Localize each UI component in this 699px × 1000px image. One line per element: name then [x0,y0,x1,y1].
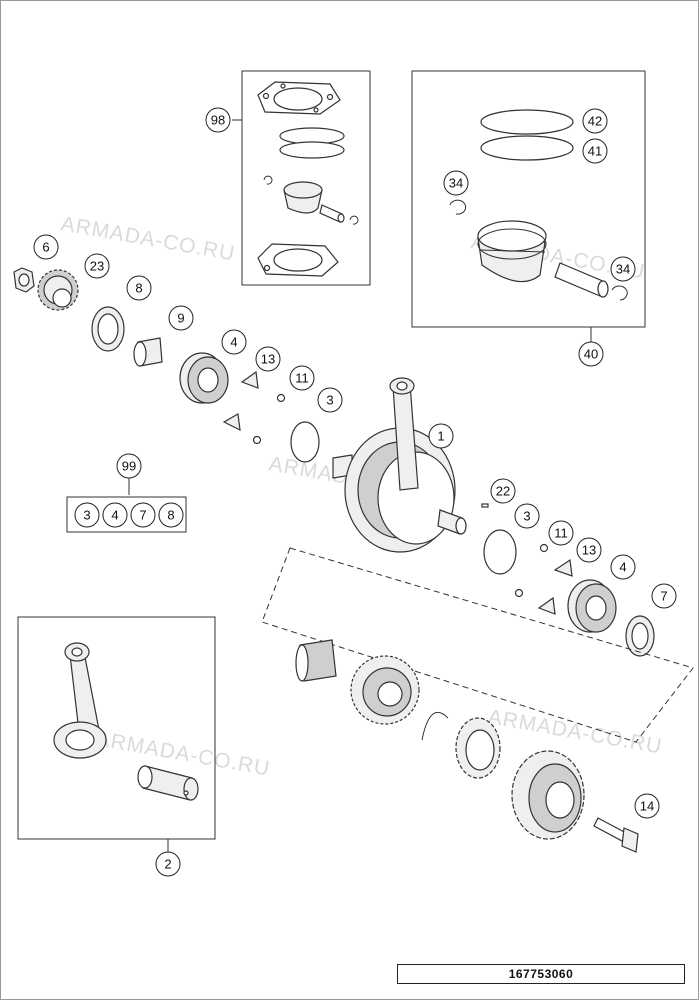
piston-rings-large-icon [480,109,574,161]
kit-99-item-4: 8 [158,502,184,528]
ring-3-icon [290,421,320,463]
crank-pin-icon [137,765,199,801]
svg-text:42: 42 [588,114,602,129]
callout-2: 2 [155,851,181,877]
ring-3b-icon [483,529,517,575]
callout-13-a: 13 [255,346,281,372]
callout-22: 22 [490,478,516,504]
freewheel-housing-icon [511,750,585,840]
watermark-4: ARMADA-CO.RU [94,727,272,780]
callout-3-b: 3 [514,503,540,529]
svg-text:4: 4 [619,560,626,575]
kit-98-box [241,70,371,286]
callout-23: 23 [84,253,110,279]
callout-1: 1 [428,423,454,449]
svg-text:34: 34 [449,176,463,191]
gear-icon [37,269,79,311]
seal-7-icon [625,615,655,657]
svg-text:11: 11 [554,526,568,541]
watermark-5: ARMADA-CO.RU [486,705,664,758]
svg-text:9: 9 [177,311,184,326]
callout-9: 9 [168,305,194,331]
bearing-b-icon [567,579,617,633]
piston-pin-icon [554,262,609,298]
svg-text:4: 4 [230,335,237,350]
callout-8: 8 [126,275,152,301]
svg-text:23: 23 [90,259,104,274]
connecting-rod-icon [53,642,107,759]
shim-13b-icon [537,558,573,615]
callout-4-a: 4 [221,329,247,355]
svg-text:3: 3 [523,509,530,524]
kit-99-item-3: 7 [130,502,156,528]
key-22-icon [481,503,489,508]
svg-text:34: 34 [616,262,630,277]
kit-40-box [411,70,646,328]
starter-gear-group-outline [261,547,694,743]
bearing-icon [179,352,229,404]
shim-13-icon [222,370,259,432]
svg-text:7: 7 [139,508,146,523]
callout-6: 6 [33,234,59,260]
callout-40: 40 [578,341,604,367]
kit-99-item-2: 4 [102,502,128,528]
svg-text:8: 8 [167,508,174,523]
callout-3-a: 3 [317,387,343,413]
callout-99: 99 [116,453,142,479]
svg-text:11: 11 [295,371,309,386]
svg-text:99: 99 [122,459,136,474]
watermark-1: ARMADA-CO.RU [59,212,237,265]
piston-rings-icon [279,127,345,159]
svg-text:8: 8 [135,281,142,296]
svg-text:40: 40 [584,347,598,362]
svg-text:1: 1 [437,429,444,444]
svg-text:2: 2 [164,857,171,872]
base-gasket-icon [257,243,339,277]
callout-42: 42 [582,108,608,134]
nut-icon [13,267,35,293]
callout-4-b: 4 [610,554,636,580]
needle-bearing-icon [295,639,337,682]
kit-99-contents-box [66,496,187,533]
svg-text:98: 98 [211,113,225,128]
seal-ring-icon [91,306,125,352]
callout-11-b: 11 [548,520,574,546]
kit-99-item-1: 3 [74,502,100,528]
svg-text:22: 22 [496,484,510,499]
small-piston-icon [263,175,359,225]
svg-text:6: 6 [42,240,49,255]
pin-11-icon [252,393,286,445]
callout-41: 41 [582,138,608,164]
svg-text:41: 41 [588,144,602,159]
starter-gear-icon [350,655,420,725]
svg-text:7: 7 [660,589,667,604]
leader-lines [128,119,592,852]
svg-text:13: 13 [261,352,275,367]
retaining-ring-icon [421,712,449,741]
callout-13-b: 13 [576,537,602,563]
circlip-2-icon [611,285,628,301]
bolt-14-icon [593,817,639,853]
crankshaft-icon [332,377,467,553]
pin-11b-icon [514,543,549,598]
bushing-icon [133,337,163,367]
callout-14: 14 [634,793,660,819]
callout-98: 98 [205,107,231,133]
circlip-icon [449,199,467,215]
svg-text:3: 3 [326,393,333,408]
piston-icon [477,220,547,283]
freewheel-cage-icon [455,717,501,779]
callout-34-a: 34 [443,170,469,196]
svg-text:14: 14 [640,799,654,814]
callout-11-a: 11 [289,365,315,391]
svg-text:4: 4 [111,508,118,523]
svg-text:3: 3 [83,508,90,523]
head-gasket-icon [257,81,341,115]
kit-2-box [17,616,216,840]
callout-7: 7 [651,583,677,609]
svg-text:13: 13 [582,543,596,558]
callout-34-b: 34 [610,256,636,282]
drawing-id: 167753060 [397,964,685,984]
